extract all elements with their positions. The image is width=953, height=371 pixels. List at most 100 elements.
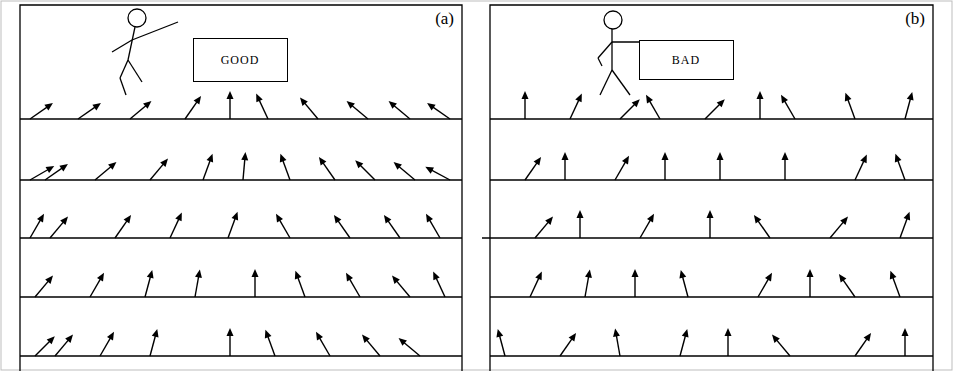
spin-head [107,332,114,341]
spin-shaft [150,334,156,356]
spin-shaft [349,277,361,297]
spin-head [772,335,780,343]
spin-shaft [322,161,335,180]
spin-shaft [499,334,505,356]
spin-shaft [297,275,305,297]
spin-shaft [282,158,290,180]
stick-figure [112,9,178,95]
spin-shaft [267,334,275,356]
spin-head [147,270,154,279]
spin-head [59,164,68,171]
spin-head [194,96,201,105]
spin-shaft [430,169,450,180]
spin-shaft [905,97,911,119]
spin-shaft [758,277,770,297]
spin-head [143,101,151,109]
spin-shaft [203,158,211,180]
box-word: BAD [672,53,700,68]
spin-head [394,162,402,170]
spin-head [717,152,724,160]
spin-shaft [45,167,64,180]
spin-head [384,215,391,224]
spin-arrows [30,91,914,356]
spin-head [355,160,363,168]
spin-head [902,328,909,336]
spin-shaft [279,218,291,238]
spin-shaft [842,278,855,297]
spin-head [433,272,440,281]
spin-head [227,91,234,99]
spin-head [562,152,569,160]
spin-shaft [35,340,51,356]
spin-shaft [784,99,796,119]
spin-shaft [634,274,635,297]
spin-shaft [254,274,255,297]
spin-head [60,217,68,225]
spin-head [496,329,503,338]
spin-head [44,103,53,110]
spin-shaft [392,104,410,119]
spin-shaft [616,333,620,356]
spin-shaft [727,333,728,356]
spin-shaft [680,334,686,356]
spin-head [890,271,897,280]
spin-head [569,333,576,342]
spin-head [276,214,283,223]
spin-shaft [35,279,50,297]
spin-head [717,99,725,107]
spin-shaft [892,275,900,297]
spin-shaft [55,338,70,356]
spin-shaft [150,162,165,180]
spin-head [362,335,370,343]
spin-head [175,213,182,222]
spin-head [632,269,639,277]
spin-head [319,157,326,166]
spin-shaft [620,103,636,119]
spin-shaft [228,216,236,238]
spin-head [152,329,159,338]
spin-shaft [570,98,580,119]
spin-head [427,103,436,110]
spin-head [840,217,848,225]
spin-head [907,92,914,101]
spin-shaft [402,341,420,356]
spin-shaft [195,274,199,297]
spin-shaft [847,97,855,119]
spin-shaft [524,96,525,119]
panel-frames [20,5,933,371]
spin-shaft [50,220,65,238]
spin-head [662,152,669,160]
spin-head [585,269,592,277]
spin-shaft [435,276,445,297]
spin-head [904,212,911,221]
spin-head [47,336,55,344]
spin-head [425,167,434,174]
spin-shaft [615,160,627,180]
spin-head [46,166,55,173]
spin-shaft [775,338,790,356]
spin-head [300,98,308,106]
spin-shaft [525,161,538,180]
spin-shaft [564,157,565,180]
spin-head [864,333,871,342]
spin-shaft [719,157,720,180]
spin-head [707,210,714,218]
spin-head [647,214,654,223]
spin-shaft [904,333,905,356]
spin-head [160,159,168,167]
spin-shaft [649,99,661,119]
spin-head [534,157,541,166]
spin-head [895,154,902,163]
spin-head [347,101,355,109]
spin-head [92,103,101,110]
spin-head [682,329,689,338]
spin-shaft [897,158,905,180]
spin-head [860,155,867,164]
spin-head [97,273,104,282]
spin-shaft [579,215,580,238]
spin-head [622,156,629,165]
spin-head [108,162,116,170]
spin-shaft [682,275,688,297]
spin-shaft [429,218,441,238]
